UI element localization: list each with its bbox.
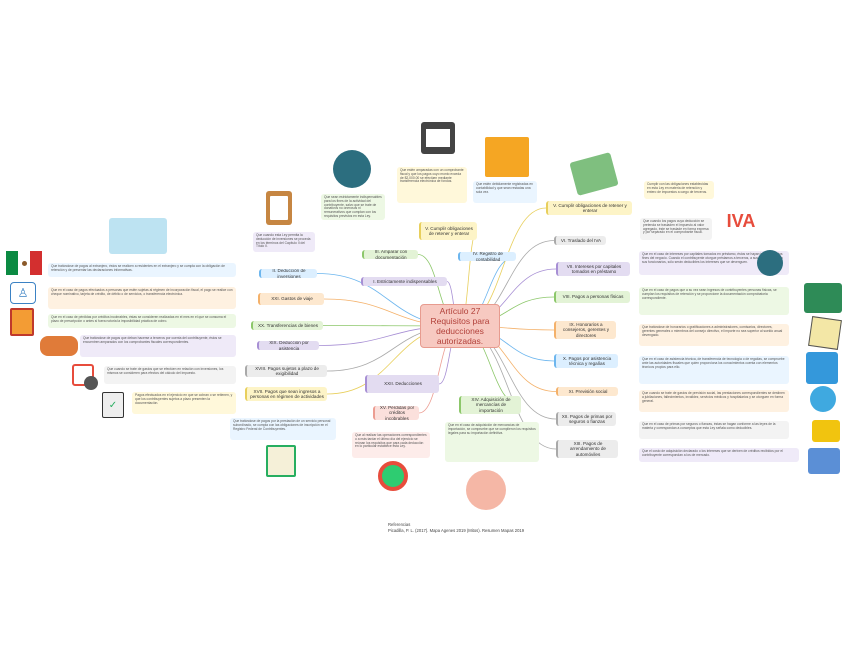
money-icon — [757, 250, 783, 276]
description-box: Que en el caso de pérdidas por créditos … — [48, 314, 236, 328]
description-box: Que en el caso de asistencia técnica, de… — [639, 356, 789, 384]
branch-topic[interactable]: V. Cumplir obligaciones de retener y ent… — [546, 201, 632, 215]
branch-topic[interactable]: IX. Honorarios a consejeros, gerentes y … — [554, 321, 616, 339]
branch-topic[interactable]: XII. Pagos de primas por seguros o fianz… — [556, 412, 616, 426]
branch-topic[interactable]: VI. Traslado del IVA — [554, 236, 606, 245]
iva-icon: IVA — [726, 210, 756, 231]
branch-topic[interactable]: III. Amparar con documentación — [362, 250, 418, 259]
description-box: Que estén debidamente registradas en con… — [473, 181, 537, 203]
branch-topic[interactable]: XI. Previsión social — [556, 387, 618, 396]
description-box: Que tratándose de pagos al extranjero, é… — [48, 263, 236, 277]
branch-topic[interactable]: XX. Transferencias de bienes — [251, 321, 323, 330]
branch-topic[interactable]: I. Estrictamente indispensables — [361, 277, 447, 286]
description-box: Que cuando esta Ley permita la deducción… — [253, 232, 315, 252]
description-box: Que estén amparadas con un comprobante f… — [397, 167, 467, 203]
branch-topic[interactable]: XXII. Deducciones — [365, 375, 439, 393]
branch-topic[interactable]: XXI. Gastos de viaje — [258, 293, 324, 305]
clock-icon — [84, 376, 98, 390]
description-box: Cumplir con las obligaciones establecida… — [644, 181, 714, 199]
description-box: Que al realizar las operaciones correspo… — [352, 432, 430, 458]
branch-topic[interactable]: XVIII. Pagos sujetos a plazo de exigibil… — [245, 365, 327, 377]
description-box: Pagos efectuados en el ejercicio en que … — [132, 392, 236, 414]
branch-topic[interactable]: V. Cumplir obligaciones de retener y ent… — [419, 222, 477, 240]
branch-topic[interactable]: X. Pagos por asistencia técnica y regalí… — [554, 354, 618, 368]
books-icon — [10, 308, 34, 336]
mexico-flag-icon — [6, 251, 42, 275]
branch-topic[interactable]: IV. Registro de contabilidad — [458, 252, 516, 261]
calculator-icon — [485, 137, 529, 177]
no-icon — [378, 461, 408, 491]
graph-icon — [333, 150, 371, 188]
description-box: Que sean estrictamente indispensables pa… — [321, 194, 385, 220]
branch-topic[interactable]: XV. Pérdidas por créditos incobrables — [373, 406, 419, 420]
description-box: Que en el caso de primas por seguros o f… — [639, 421, 789, 439]
shield-icon — [810, 386, 836, 412]
handshake-icon — [808, 448, 840, 474]
branch-topic[interactable]: VIII. Pagos a personas físicas — [554, 291, 630, 303]
branch-topic[interactable]: XIV. Adquisición de mercancías de import… — [459, 396, 521, 414]
description-box: Que cuando se trate de gastos que se efe… — [104, 366, 236, 384]
description-box: Que tratándose de pagos que deban hacers… — [80, 335, 236, 357]
food-icon — [40, 336, 78, 356]
tax-form-icon — [266, 445, 296, 477]
references-citation: Picadilla, P. L. (2017). Mapa Agenes 201… — [388, 528, 525, 534]
references-heading: Referencias — [388, 522, 411, 527]
checklist-icon: ✓ — [102, 392, 124, 418]
description-box: Que cuando los pagos cuya deducción se p… — [640, 218, 712, 240]
branch-topic[interactable]: XVII. Pagos que sean ingresos a personas… — [245, 387, 327, 401]
clipboard-icon — [266, 191, 292, 225]
description-box: Que tratándose de pagos por la prestació… — [230, 418, 336, 440]
office-icon — [806, 352, 838, 384]
chart-icon — [109, 218, 167, 254]
description-box: Que en el caso de pagos efectuados a per… — [48, 287, 236, 309]
people-icon: ♙ — [10, 282, 36, 304]
document-icon — [808, 316, 842, 350]
central-topic[interactable]: Artículo 27 Requisitos para deducciones … — [420, 304, 500, 348]
branch-topic[interactable]: XIX. Deducción por asistencia — [257, 341, 319, 350]
description-box: Que cuando se trate de gastos de previsi… — [639, 390, 789, 412]
branch-topic[interactable]: VII. Intereses por capitales tomados en … — [556, 262, 630, 276]
description-box: Que el costo de adquisición declarado o … — [639, 448, 799, 462]
branch-topic[interactable]: II. Deducción de inversiones — [259, 269, 317, 278]
description-box: Que en el caso de adquisición de mercanc… — [445, 422, 539, 462]
description-box: Que en el caso de pagos que a su vez sea… — [639, 287, 789, 315]
bank-icon — [804, 283, 842, 313]
laptop-icon — [421, 122, 455, 154]
branch-topic[interactable]: XIII. Pagos de arrendamiento de automóvi… — [556, 440, 618, 458]
tools-icon — [812, 420, 840, 442]
references: Referencias Picadilla, P. L. (2017). Map… — [388, 522, 524, 535]
trucks-icon — [466, 470, 506, 510]
description-box: Que tratándose de honorarios o gratifica… — [639, 324, 789, 346]
